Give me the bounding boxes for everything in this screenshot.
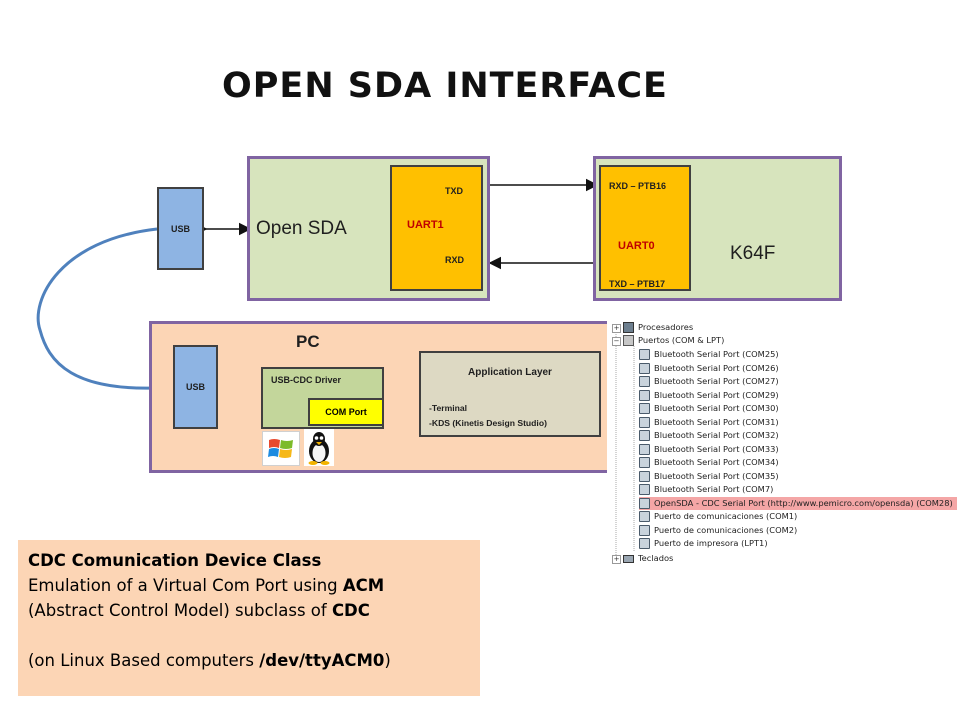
uart1-rxd-label: RXD xyxy=(445,255,465,265)
tree-port-label: Bluetooth Serial Port (COM25) xyxy=(654,349,779,359)
uart0-name: UART0 xyxy=(618,240,655,252)
serial-port-icon xyxy=(639,497,650,509)
tree-port-label: OpenSDA - CDC Serial Port (http://www.pe… xyxy=(654,497,953,508)
k64f-label: K64F xyxy=(730,243,776,264)
serial-port-icon xyxy=(639,376,650,387)
tree-category-teclados-label: Teclados xyxy=(638,553,674,563)
serial-port-icon xyxy=(639,524,650,536)
tree-port-item[interactable]: Bluetooth Serial Port (COM26) xyxy=(639,362,779,375)
tree-port-item[interactable]: Bluetooth Serial Port (COM33) xyxy=(639,443,779,456)
uart0-rxd-label: RXD – PTB16 xyxy=(609,181,667,191)
tree-port-item-highlighted[interactable]: OpenSDA - CDC Serial Port (http://www.pe… xyxy=(639,496,957,510)
port-category-icon xyxy=(623,335,634,346)
application-layer-box xyxy=(419,351,601,437)
tree-category-procesadores-label: Procesadores xyxy=(638,322,694,332)
serial-port-icon xyxy=(639,538,650,549)
tree-port-label: Bluetooth Serial Port (COM32) xyxy=(654,430,779,440)
processor-icon xyxy=(623,322,634,333)
serial-port-icon xyxy=(639,484,650,495)
tree-port-item[interactable]: Puerto de comunicaciones (COM2) xyxy=(639,524,797,537)
tree-port-item[interactable]: Bluetooth Serial Port (COM34) xyxy=(639,456,779,469)
expand-procesadores-icon[interactable]: + xyxy=(612,324,621,333)
note-line-4: (on Linux Based computers /dev/ttyACM0) xyxy=(28,648,470,673)
note-line-4-text: (on Linux Based computers xyxy=(28,651,260,670)
linux-tux-icon xyxy=(304,429,334,466)
serial-port-icon xyxy=(639,511,650,522)
serial-port-icon xyxy=(639,416,650,428)
usb-cable xyxy=(36,227,176,390)
tree-port-label: Puerto de comunicaciones (COM1) xyxy=(654,511,798,521)
application-layer-title: Application Layer xyxy=(468,367,552,378)
serial-port-icon xyxy=(639,362,650,374)
tree-category-puertos[interactable]: Puertos (COM & LPT) xyxy=(623,334,724,347)
serial-port-icon xyxy=(639,430,650,441)
tree-port-item[interactable]: Bluetooth Serial Port (COM35) xyxy=(639,470,779,483)
open-sda-label: Open SDA xyxy=(256,218,347,239)
tree-port-label: Bluetooth Serial Port (COM31) xyxy=(654,416,779,427)
open-sda-usb-box: USB xyxy=(157,187,204,270)
cdc-note-box: CDC Comunication Device Class Emulation … xyxy=(18,540,480,696)
note-acm: ACM xyxy=(342,576,385,595)
note-line-4-close: ) xyxy=(384,651,391,670)
uart1-box xyxy=(390,165,483,291)
tree-category-procesadores[interactable]: Procesadores xyxy=(623,321,693,334)
tree-port-item[interactable]: Bluetooth Serial Port (COM31) xyxy=(639,416,779,429)
note-line-3-text: (Abstract Control Model) subclass of xyxy=(28,601,332,620)
device-manager-tree: + Procesadores − Puertos (COM & LPT) Blu… xyxy=(607,320,960,568)
uart1-txd-label: TXD xyxy=(445,186,463,196)
uart1-name: UART1 xyxy=(407,219,444,231)
note-cdc: CDC xyxy=(331,601,370,620)
keyboard-icon xyxy=(623,554,634,563)
note-dev-path: /dev/ttyACM0 xyxy=(259,651,385,670)
tree-port-label: Bluetooth Serial Port (COM33) xyxy=(654,443,779,454)
pc-block xyxy=(149,321,619,473)
tree-category-puertos-label: Puertos (COM & LPT) xyxy=(638,335,725,345)
uart0-box xyxy=(599,165,691,291)
tree-port-item[interactable]: Bluetooth Serial Port (COM7) xyxy=(639,483,773,496)
tree-port-label: Bluetooth Serial Port (COM30) xyxy=(654,403,779,413)
tree-port-label: Bluetooth Serial Port (COM29) xyxy=(654,389,779,400)
pc-usb-box: USB xyxy=(173,345,218,429)
usb-cdc-driver-label: USB-CDC Driver xyxy=(271,375,342,385)
tree-port-label: Bluetooth Serial Port (COM26) xyxy=(654,362,779,373)
tree-port-item[interactable]: Bluetooth Serial Port (COM29) xyxy=(639,389,779,402)
tree-port-item[interactable]: Bluetooth Serial Port (COM30) xyxy=(639,402,779,415)
serial-port-icon xyxy=(639,403,650,414)
tree-port-label: Puerto de comunicaciones (COM2) xyxy=(654,524,798,535)
note-heading: CDC Comunication Device Class xyxy=(28,551,322,570)
tree-category-teclados[interactable]: Teclados xyxy=(623,552,673,565)
tree-port-label: Bluetooth Serial Port (COM27) xyxy=(654,376,779,386)
page-title: OPEN SDA INTERFACE xyxy=(222,66,668,106)
tree-port-item[interactable]: Puerto de impresora (LPT1) xyxy=(639,537,768,550)
app-item-terminal: -Terminal xyxy=(429,403,468,413)
tree-port-label: Puerto de impresora (LPT1) xyxy=(654,538,768,548)
tree-port-label: Bluetooth Serial Port (COM35) xyxy=(654,470,779,481)
serial-port-icon xyxy=(639,389,650,401)
tree-port-item[interactable]: Bluetooth Serial Port (COM27) xyxy=(639,375,779,388)
tree-port-item[interactable]: Bluetooth Serial Port (COM32) xyxy=(639,429,779,442)
note-line-2: Emulation of a Virtual Com Port using AC… xyxy=(28,573,470,598)
pc-label: PC xyxy=(296,332,320,351)
uart0-txd-label: TXD – PTB17 xyxy=(609,279,666,289)
serial-port-icon xyxy=(639,349,650,360)
expand-teclados-icon[interactable]: + xyxy=(612,555,621,564)
app-item-kds: -KDS (Kinetis Design Studio) xyxy=(429,418,547,428)
windows-logo-icon xyxy=(262,431,300,466)
tree-port-label: Bluetooth Serial Port (COM7) xyxy=(654,484,774,494)
com-port-box: COM Port xyxy=(308,398,384,426)
serial-port-icon xyxy=(639,443,650,455)
note-line-3: (Abstract Control Model) subclass of CDC xyxy=(28,598,470,623)
tree-port-label: Bluetooth Serial Port (COM34) xyxy=(654,457,779,467)
tree-port-item[interactable]: Bluetooth Serial Port (COM25) xyxy=(639,348,779,361)
serial-port-icon xyxy=(639,457,650,468)
note-line-2-text: Emulation of a Virtual Com Port using xyxy=(28,576,343,595)
tree-port-item[interactable]: Puerto de comunicaciones (COM1) xyxy=(639,510,797,523)
serial-port-icon xyxy=(639,470,650,482)
collapse-puertos-icon[interactable]: − xyxy=(612,337,621,346)
